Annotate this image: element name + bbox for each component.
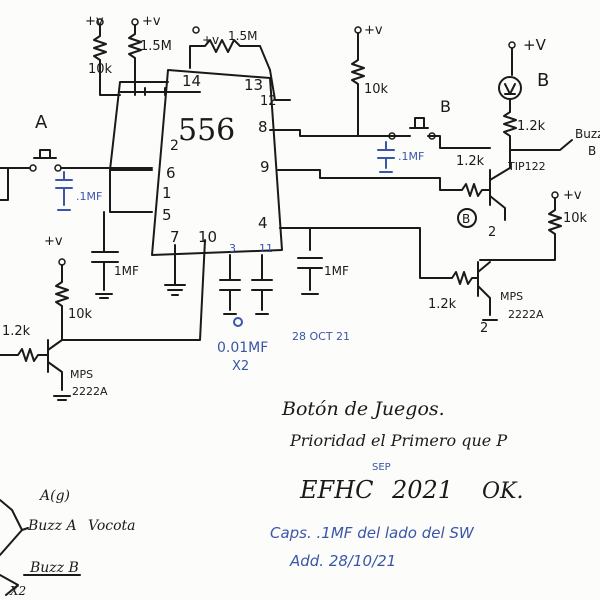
note-title: Botón de Juegos.: [281, 398, 445, 420]
pin-3: 3: [229, 242, 236, 255]
pin-10: 10: [198, 228, 217, 246]
node-b-label: B: [462, 212, 470, 226]
pin-14: 14: [182, 72, 201, 90]
node-2-label: 2: [488, 225, 496, 240]
cap-right-1mf-label: 1MF: [324, 264, 349, 278]
pin-7: 7: [170, 228, 180, 246]
buzzer-section: [0, 499, 81, 596]
pin-8: 8: [258, 118, 268, 136]
buzz-b-out-label: B: [588, 144, 596, 158]
buzzer-label-vocota: Vocota: [88, 518, 136, 534]
vcc-right-lower-label: +v: [563, 188, 582, 203]
note-signoff-sep: SEP: [372, 462, 391, 473]
buzzer-label-a: A(g): [38, 488, 70, 504]
switch-a-network: [0, 149, 153, 201]
vcc-tip-label: +V: [523, 36, 547, 54]
switch-a-label: A: [35, 112, 48, 133]
left-cap-net: [91, 169, 153, 299]
q-right-label: MPS: [500, 290, 523, 303]
pin-9: 9: [260, 158, 270, 176]
right-transistor-stage: [444, 191, 562, 321]
top-supply-network: [93, 18, 291, 171]
tip122-stage: [449, 41, 573, 228]
cap-timing-label: 0.01MF: [217, 340, 268, 356]
note-blue-2: Add. 28/10/21: [289, 552, 396, 570]
r-tip-top-label: 1.2k: [517, 119, 546, 134]
chip-label: 556: [178, 113, 235, 148]
cap-date-label: 28 OCT 21: [292, 330, 350, 343]
note-signoff-year: 2021: [391, 476, 453, 504]
note-subtitle: Prioridad el Primero que P: [289, 431, 507, 450]
q-right-part: 2222A: [508, 308, 544, 321]
q-left-part: 2222A: [72, 385, 108, 398]
node-2b-label: 2: [480, 321, 488, 336]
cap-b-blue-label: .1MF: [398, 150, 424, 163]
note-signoff-ok: OK.: [482, 479, 523, 504]
note-blue-1: Caps. .1MF del lado del SW: [270, 524, 475, 542]
cap-left-1mf-label: 1MF: [114, 264, 139, 278]
note-signoff: EFHC: [299, 476, 373, 504]
cap-b-blue: [377, 141, 395, 173]
buzz-out-label: Buzz: [575, 127, 600, 141]
vcc-top1-label: +v: [85, 14, 104, 29]
led-b-label: B: [537, 70, 549, 91]
r-tip-base-label: 1.2k: [456, 154, 485, 169]
vcc-right-label: +v: [364, 23, 383, 38]
cap-a-blue-label: .1MF: [76, 190, 102, 203]
timing-caps: [219, 254, 273, 327]
pin-5: 5: [162, 206, 172, 224]
buzzer-label-x2: X2: [9, 584, 26, 598]
output-lines: [277, 169, 451, 279]
vcc-top2-label: +v: [142, 14, 161, 29]
r-mps-base-label: 1.2k: [428, 297, 457, 312]
q-left-label: MPS: [70, 368, 93, 381]
pin-13: 13: [244, 76, 263, 94]
ground-symbols: [164, 244, 186, 296]
r-top-left-label: 10k: [88, 62, 113, 77]
switch-b-network: [269, 26, 491, 149]
chip-556: 556: [151, 69, 283, 256]
pin-4: 4: [258, 214, 268, 232]
pin-1: 1: [162, 184, 172, 202]
r-right-lower-label: 10k: [563, 211, 588, 226]
buzzer-label-buzz-a: Buzz A: [27, 518, 77, 534]
left-transistor-stage: [0, 239, 206, 401]
right-cap-net: [279, 227, 323, 295]
pin-2: 2: [170, 138, 179, 154]
switch-b-label: B: [440, 97, 451, 116]
r-top-mid-label: 1.5M: [140, 39, 172, 54]
r-top-fb-label: 1.5M: [228, 29, 257, 43]
r-left-pull-label: 10k: [68, 307, 93, 322]
pin-6: 6: [166, 164, 176, 182]
pin-11: 11: [259, 242, 273, 255]
q-tip-label: TIP122: [507, 160, 546, 173]
r-left-base-label: 1.2k: [2, 324, 31, 339]
buzzer-label-buzz-b: Buzz B: [29, 560, 79, 576]
cap-a-blue: [55, 171, 73, 211]
r-right-label: 10k: [364, 82, 389, 97]
cap-timing-count: X2: [232, 359, 249, 374]
vcc-fb-label: +v: [202, 33, 219, 47]
vcc-left-label: +v: [44, 234, 63, 249]
pin-12: 12: [260, 94, 277, 109]
